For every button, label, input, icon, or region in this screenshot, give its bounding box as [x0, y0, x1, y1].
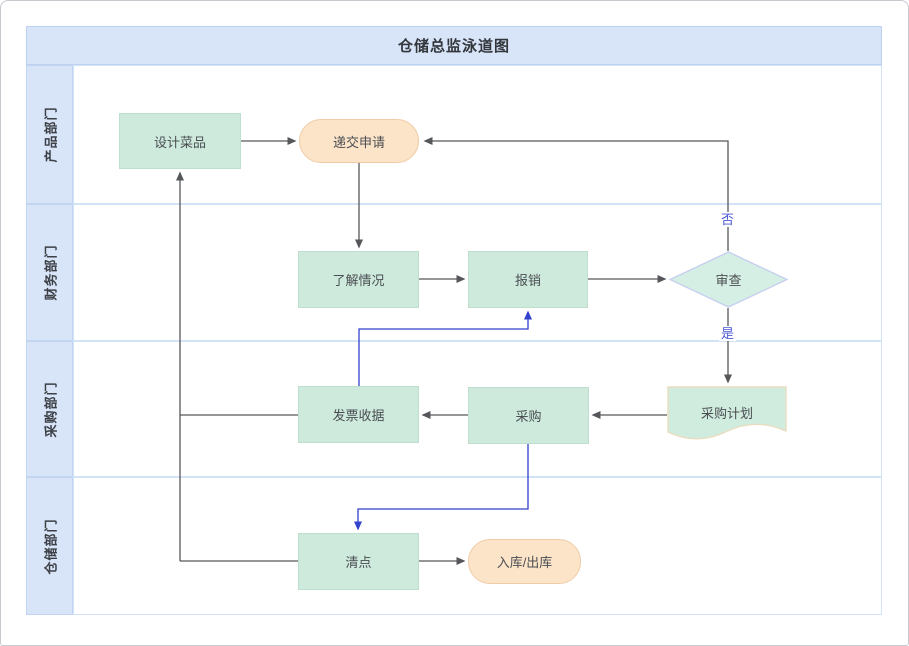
branch-label-no[interactable]: 否: [719, 212, 737, 227]
diamond-shape-icon: [669, 251, 788, 308]
node-review-label: 审查: [715, 273, 742, 288]
diagram-title-bar[interactable]: 仓储总监泳道图: [26, 26, 882, 65]
node-purchase[interactable]: 采购: [468, 387, 589, 444]
node-review-decision[interactable]: 审查: [669, 251, 788, 308]
node-stocktake[interactable]: 清点: [298, 533, 419, 590]
node-purchase-plan[interactable]: 采购计划: [667, 386, 787, 446]
edge-invoice-to-reimburse[interactable]: [358, 310, 532, 386]
node-in-out-warehouse[interactable]: 入库/出库: [468, 539, 581, 584]
node-purchase-plan-label: 采购计划: [700, 405, 753, 421]
node-invoice-receipt-label: 发票收据: [332, 408, 385, 423]
diagram-title: 仓储总监泳道图: [397, 38, 510, 55]
lane-label-product[interactable]: 产品部门: [26, 65, 73, 204]
node-understand-situation[interactable]: 了解情况: [298, 251, 419, 308]
node-in-out-warehouse-label: 入库/出库: [496, 555, 553, 570]
lane-label-finance[interactable]: 财务部门: [26, 204, 73, 341]
lane-label-warehouse[interactable]: 仓储部门: [26, 477, 73, 615]
node-purchase-label: 采购: [515, 409, 542, 424]
node-stocktake-label: 清点: [345, 555, 372, 570]
document-shape-icon: [667, 386, 787, 440]
edge-review-no-to-submit[interactable]: [423, 137, 729, 251]
node-reimburse-label: 报销: [514, 273, 541, 288]
node-submit-application[interactable]: 递交申请: [299, 119, 419, 163]
node-submit-application-label: 递交申请: [332, 134, 385, 150]
node-invoice-receipt[interactable]: 发票收据: [298, 386, 419, 443]
branch-label-yes[interactable]: 是: [719, 326, 737, 341]
node-design-dish[interactable]: 设计菜品: [119, 113, 241, 169]
edge-purchase-to-stocktake[interactable]: [354, 444, 529, 531]
node-design-dish-label: 设计菜品: [153, 134, 206, 150]
node-understand-situation-label: 了解情况: [332, 273, 385, 288]
node-reimburse[interactable]: 报销: [468, 251, 588, 308]
lane-label-procurement[interactable]: 采购部门: [26, 341, 73, 477]
